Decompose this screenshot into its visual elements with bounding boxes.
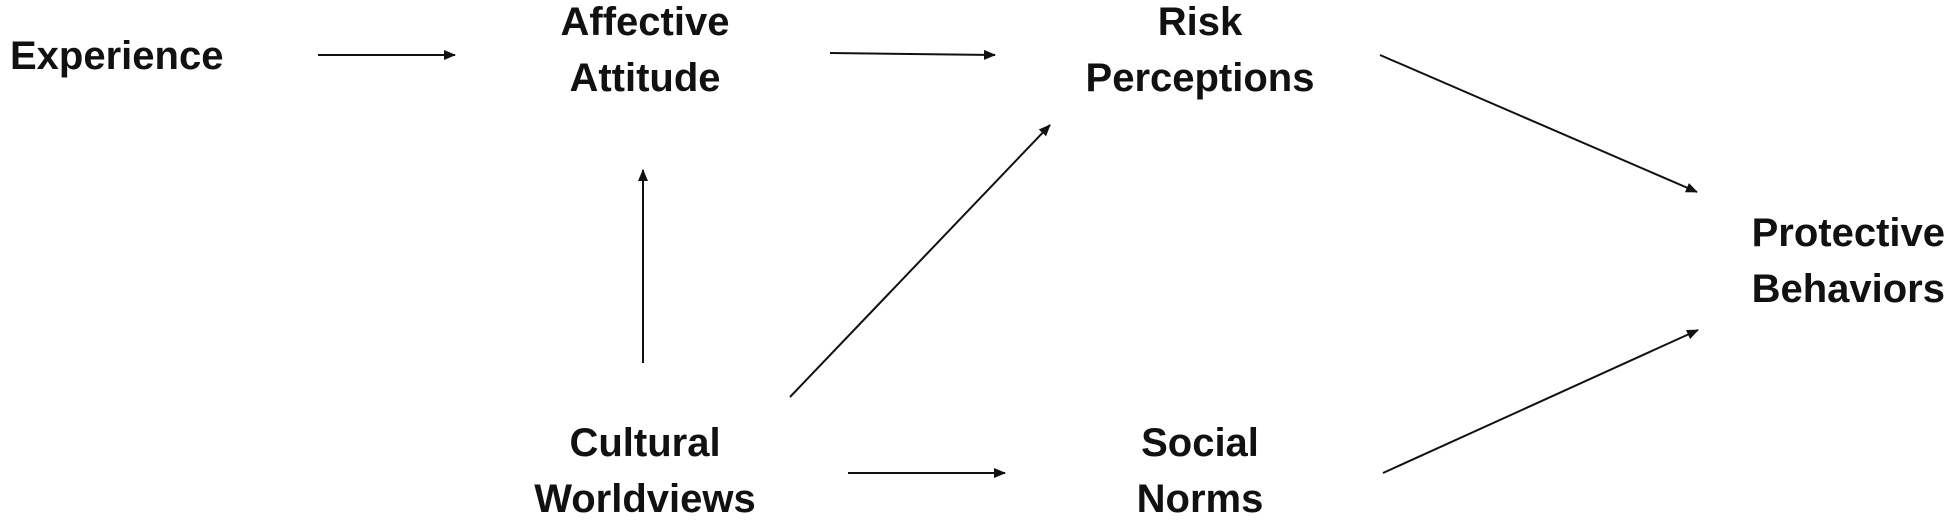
- arrow-risk-perceptions-to-protective-behaviors: [1379, 54, 1698, 193]
- node-risk-perceptions-line-2: Perceptions: [1085, 56, 1315, 100]
- node-social-norms-line-1: Social: [1141, 421, 1259, 465]
- node-risk-perceptions-line-1: Risk: [1157, 0, 1243, 44]
- node-affective-attitude-line-2: Attitude: [569, 56, 721, 100]
- node-experience-line-1: Experience: [10, 34, 224, 78]
- node-experience: Experience: [10, 28, 260, 84]
- arrow-social-norms-to-protective-behaviors: [1382, 329, 1699, 474]
- node-risk-perceptions: Risk Perceptions: [1055, 0, 1345, 106]
- node-protective-behaviors-line-1: Protective: [1751, 211, 1945, 255]
- node-cultural-worldviews: Cultural Worldviews: [510, 415, 780, 527]
- node-social-norms-line-2: Norms: [1136, 477, 1264, 521]
- node-cultural-worldviews-line-2: Worldviews: [534, 477, 756, 521]
- node-social-norms: Social Norms: [1075, 415, 1325, 527]
- node-affective-attitude-line-1: Affective: [560, 0, 730, 44]
- arrow-cultural-worldviews-to-risk-perceptions: [789, 124, 1051, 398]
- node-cultural-worldviews-line-1: Cultural: [569, 421, 721, 465]
- node-protective-behaviors: Protective Behaviors: [1705, 205, 1945, 317]
- node-protective-behaviors-line-2: Behaviors: [1751, 267, 1945, 311]
- node-affective-attitude: Affective Attitude: [515, 0, 775, 106]
- arrow-affective-attitude-to-risk-perceptions: [829, 49, 996, 60]
